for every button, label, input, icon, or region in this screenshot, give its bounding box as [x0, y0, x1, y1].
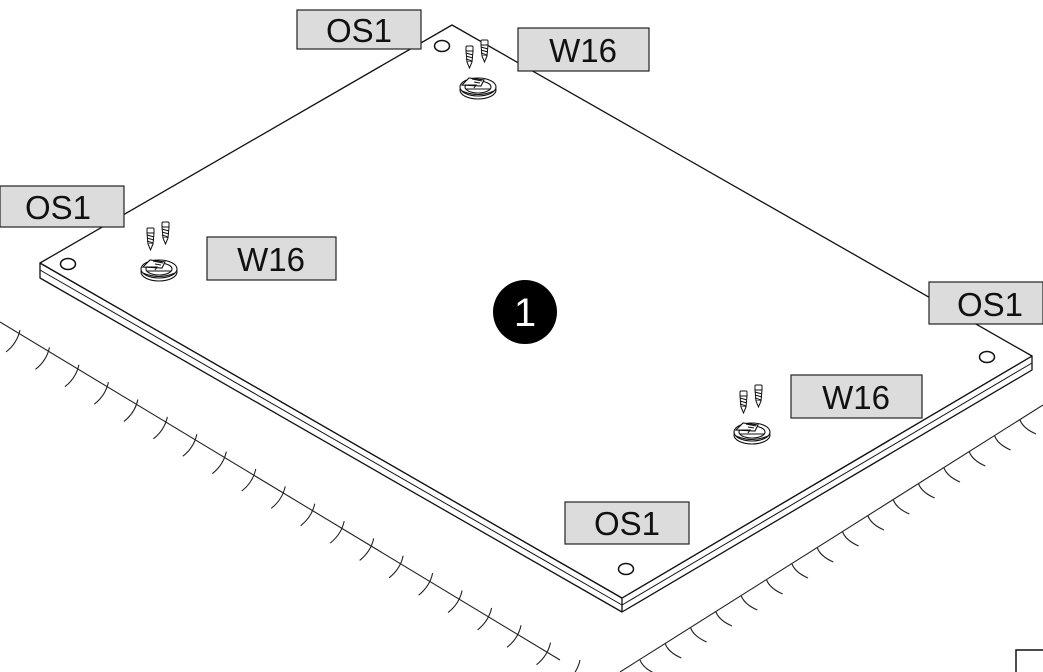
carpet-stroke: [5, 329, 21, 353]
carpet-stroke: [791, 563, 809, 579]
carpet-stroke: [1019, 419, 1037, 435]
part-label-text: OS1: [957, 286, 1023, 323]
carpet-stroke: [123, 399, 139, 422]
carpet-stroke: [300, 503, 316, 527]
part-label-os1-bottom: OS1: [564, 501, 690, 545]
part-label-w16-right: W16: [790, 374, 923, 419]
carpet-stroke: [241, 468, 257, 492]
carpet-stroke: [766, 579, 783, 595]
carpet-stroke: [477, 607, 493, 631]
part-label-text: OS1: [326, 12, 392, 49]
carpet-stroke: [715, 611, 733, 627]
carpet-stroke: [64, 364, 80, 388]
carpet-stroke: [574, 659, 581, 672]
hole-left: [59, 257, 77, 271]
carpet-stroke: [447, 590, 463, 613]
carpet-stroke: [639, 659, 654, 672]
part-label-os1-right: OS1: [928, 281, 1043, 325]
carpet-stroke: [867, 515, 885, 531]
part-label-text: W16: [822, 379, 890, 416]
carpet-stroke: [842, 531, 859, 547]
carpet-floor: [5, 329, 1037, 672]
carpet-stroke: [506, 625, 522, 648]
hole-top: [433, 39, 451, 53]
carpet-stroke: [892, 499, 910, 515]
carpet-stroke: [418, 573, 434, 596]
part-label-os1-top: OS1: [296, 9, 422, 50]
carpet-stroke: [918, 483, 935, 499]
carpet-stroke: [943, 467, 961, 483]
carpet-stroke: [740, 595, 758, 611]
part-label-w16-left: W16: [206, 236, 337, 281]
carpet-stroke: [536, 642, 552, 666]
carpet-stroke: [270, 486, 286, 509]
part-label-w16-top: W16: [517, 27, 650, 72]
step-number: 1: [514, 291, 536, 335]
carpet-stroke: [968, 451, 986, 467]
carpet-stroke: [94, 381, 109, 405]
carpet-stroke: [816, 547, 834, 563]
part-label-text: W16: [549, 32, 617, 69]
carpet-stroke: [329, 520, 345, 544]
hole-bottom: [617, 562, 635, 576]
carpet-stroke: [35, 347, 51, 370]
carpet-stroke: [359, 538, 375, 561]
carpet-stroke: [690, 627, 707, 643]
part-label-text: W16: [237, 241, 305, 278]
corner-holes: [59, 39, 996, 576]
carpet-stroke: [211, 451, 227, 475]
carpet-stroke: [388, 555, 404, 579]
hole-right: [978, 350, 996, 364]
step-marker: 1: [493, 280, 557, 344]
part-label-os1-left: OS1: [0, 185, 125, 228]
carpet-stroke: [182, 434, 198, 457]
floor-outline: [0, 321, 1043, 672]
part-label-text: OS1: [594, 505, 660, 542]
carpet-stroke: [153, 416, 168, 440]
next-step-frame: [1015, 649, 1043, 672]
part-label-text: OS1: [25, 189, 91, 226]
carpet-stroke: [664, 643, 682, 659]
carpet-stroke: [994, 435, 1011, 451]
